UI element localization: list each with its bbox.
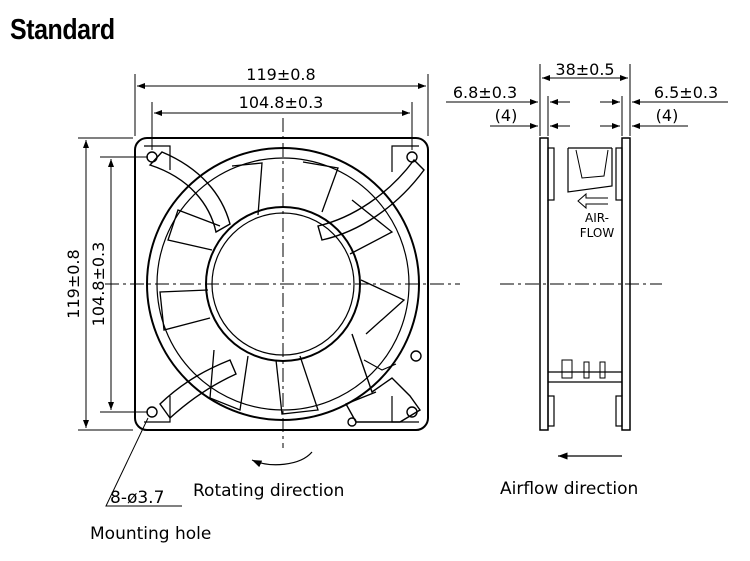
side-view [500,137,662,431]
airflow-small-arrow [577,192,608,210]
airflow-direction-label: Airflow direction [500,479,638,499]
height-outer-label: 119±0.8 [64,249,83,318]
hole-spec-label: 8-ø3.7 [110,488,164,508]
side-dimensions [446,64,728,136]
flow-label: FLOW [580,226,615,240]
mounting-holes [146,151,422,427]
air-label: AIR- [585,211,609,225]
page-title: Standard [10,14,115,46]
front-dimensions [78,74,429,507]
support-strut-upper [148,151,231,234]
flange-right-sub-label: (4) [656,106,679,125]
flange-right-label: 6.5±0.3 [654,83,718,102]
flange-left-label: 6.8±0.3 [453,83,517,102]
depth-label: 38±0.5 [555,60,614,79]
width-hole-label: 104.8±0.3 [239,93,324,112]
rotation-arrow [251,451,313,468]
mounting-hole-label: Mounting hole [90,524,211,544]
width-outer-label: 119±0.8 [246,65,315,84]
terminal-box [345,333,422,423]
flange-left-sub-label: (4) [495,106,518,125]
fan-blades [159,161,406,415]
front-view [105,118,460,448]
rotating-direction-label: Rotating direction [193,481,344,501]
height-hole-label: 104.8±0.3 [89,242,108,327]
